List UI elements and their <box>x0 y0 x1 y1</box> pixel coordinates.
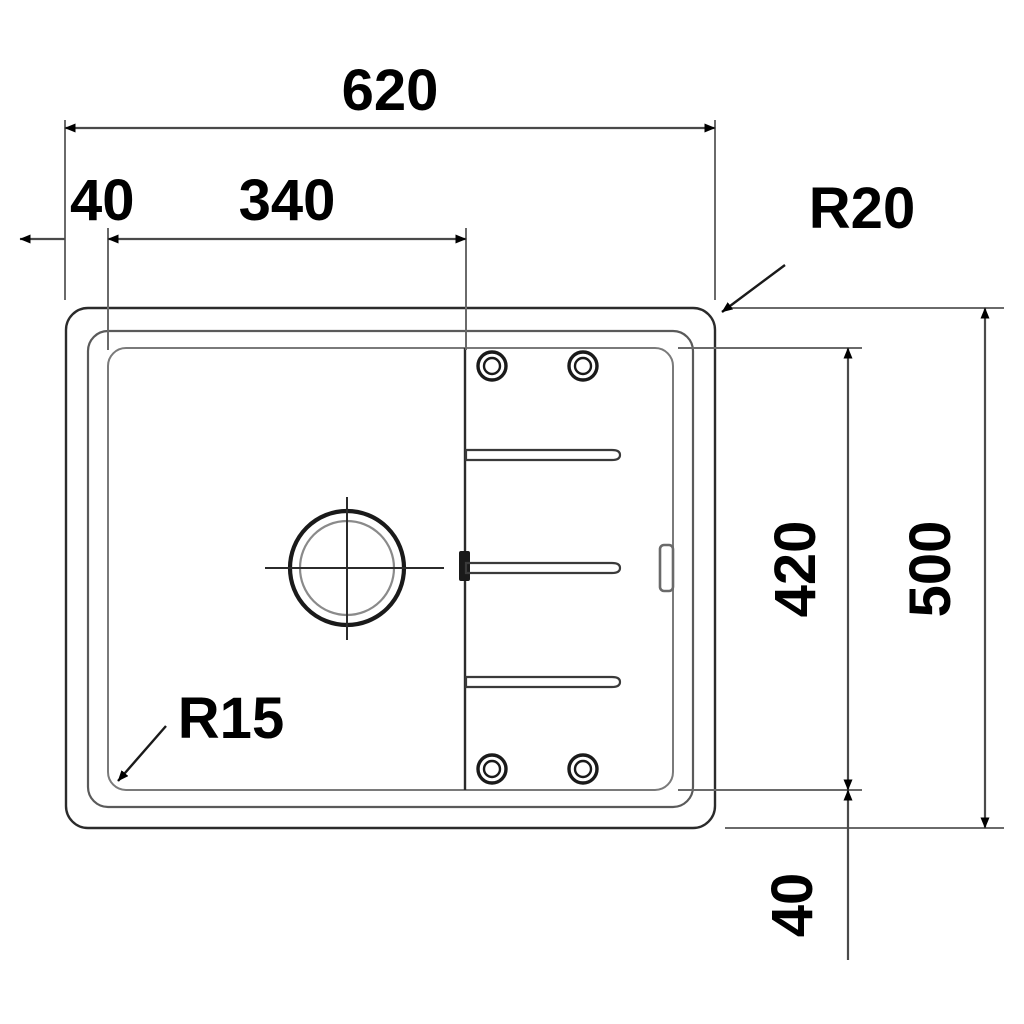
dimension-40-left <box>19 228 109 350</box>
divider-tick <box>459 551 470 581</box>
label-420: 420 <box>763 521 828 618</box>
drainboard-holes <box>476 350 599 785</box>
sink-outer-rim <box>64 306 717 830</box>
label-40-bottom: 40 <box>760 873 825 938</box>
dimension-420 <box>678 347 862 791</box>
leader-line-r15 <box>117 725 167 782</box>
hole-top-left <box>476 350 508 382</box>
bowl-drainboard-divider <box>459 348 470 790</box>
hole-bottom-right <box>567 753 599 785</box>
dimension-620 <box>64 120 716 300</box>
sink-middle-ledge <box>86 329 695 809</box>
drain-assembly <box>265 497 444 640</box>
hole-top-right <box>567 350 599 382</box>
label-r15: R15 <box>178 686 284 751</box>
dimension-500 <box>725 307 1004 829</box>
leader-r20 <box>721 264 786 313</box>
label-500: 500 <box>898 521 963 618</box>
drainage-grooves <box>464 448 622 689</box>
label-620: 620 <box>342 58 439 123</box>
label-340: 340 <box>239 168 336 233</box>
groove-top <box>464 448 622 462</box>
groove-bottom <box>464 675 622 689</box>
overflow-slot <box>658 543 675 593</box>
leader-r15 <box>117 725 167 782</box>
hole-bottom-left <box>476 753 508 785</box>
leader-line-r20 <box>721 264 786 313</box>
label-r20: R20 <box>809 176 915 241</box>
label-40-left: 40 <box>70 168 135 233</box>
dimension-340 <box>107 228 467 350</box>
groove-middle <box>464 561 622 575</box>
